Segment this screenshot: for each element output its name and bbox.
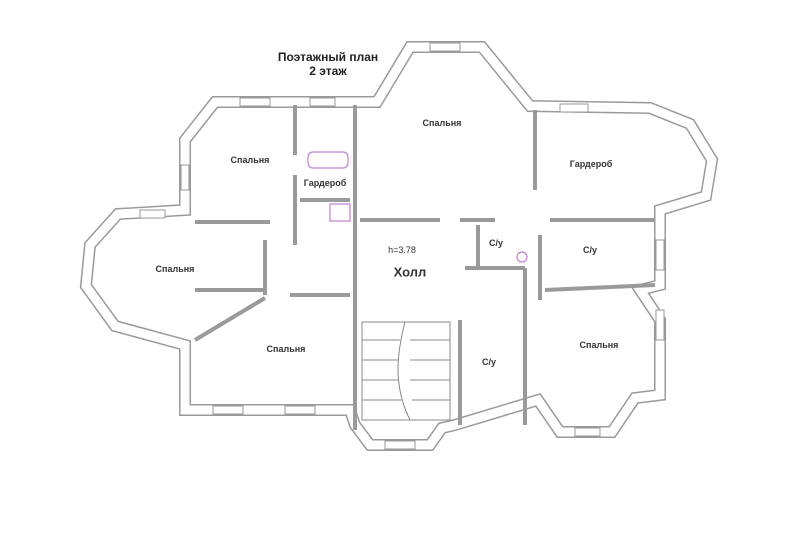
room-label: С/у xyxy=(582,245,598,255)
ceiling-height: h=3.78 xyxy=(388,245,416,255)
room-label: Спальня xyxy=(155,264,195,274)
room-label: С/у xyxy=(481,357,497,367)
interior-walls xyxy=(193,105,656,430)
plan-title: Поэтажный план 2 этаж xyxy=(278,50,378,78)
windows xyxy=(139,42,665,450)
room-label: Спальня xyxy=(266,344,306,354)
stairs xyxy=(361,321,451,421)
room-label: С/у xyxy=(488,238,504,248)
title-line-1: Поэтажный план xyxy=(277,50,379,64)
room-label-hall: Холл xyxy=(393,264,427,280)
shower-icon xyxy=(329,203,351,222)
room-label: Гардероб xyxy=(569,159,613,169)
room-label: Гардероб xyxy=(303,178,347,188)
fixtures xyxy=(307,151,528,263)
sink-icon xyxy=(516,251,528,263)
room-label: Спальня xyxy=(230,155,270,165)
room-label: Спальня xyxy=(422,118,462,128)
outer-walls xyxy=(79,41,719,451)
title-line-2: 2 этаж xyxy=(309,64,347,78)
room-label: Спальня xyxy=(579,340,619,350)
bathtub-icon xyxy=(307,151,349,169)
